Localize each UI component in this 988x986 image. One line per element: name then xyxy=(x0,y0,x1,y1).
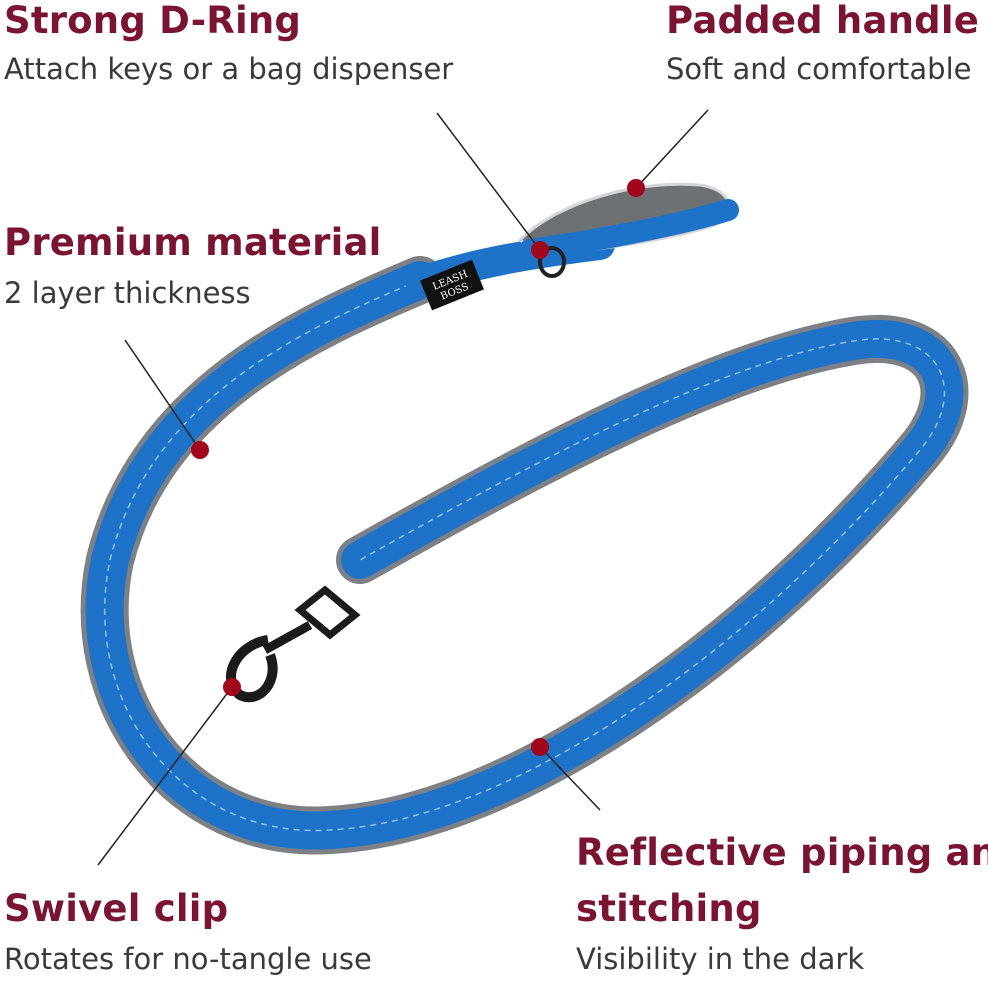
callout-title-material: Premium material xyxy=(4,221,382,264)
leader-line-material xyxy=(124,339,201,451)
callout-title-clip: Swivel clip xyxy=(4,887,229,930)
leader-line-reflective xyxy=(539,746,601,811)
swivel-clip xyxy=(226,585,361,703)
callout-subtitle-reflective: Visibility in the dark xyxy=(576,942,865,976)
leader-line-d-ring xyxy=(436,112,541,251)
callout-subtitle-handle: Soft and comfortable xyxy=(666,52,972,86)
callout-title-reflective-line2: stitching xyxy=(576,887,762,930)
callout-title-d-ring: Strong D-Ring xyxy=(4,0,302,42)
callout-subtitle-clip: Rotates for no-tangle use xyxy=(4,942,372,976)
marker-material xyxy=(191,441,209,459)
marker-d-ring xyxy=(531,241,549,259)
marker-reflective xyxy=(531,738,549,756)
d-ring xyxy=(538,246,566,278)
leader-line-handle xyxy=(635,109,709,189)
callout-title-reflective: Reflective piping and xyxy=(576,831,988,874)
callout-subtitle-material: 2 layer thickness xyxy=(4,276,251,310)
marker-handle xyxy=(627,179,645,197)
brand-label: LEASH BOSS xyxy=(420,259,484,311)
marker-clip xyxy=(223,678,241,696)
leader-line-clip xyxy=(97,686,233,866)
callout-subtitle-d-ring: Attach keys or a bag dispenser xyxy=(4,52,454,86)
callout-title-handle: Padded handle xyxy=(666,0,980,42)
